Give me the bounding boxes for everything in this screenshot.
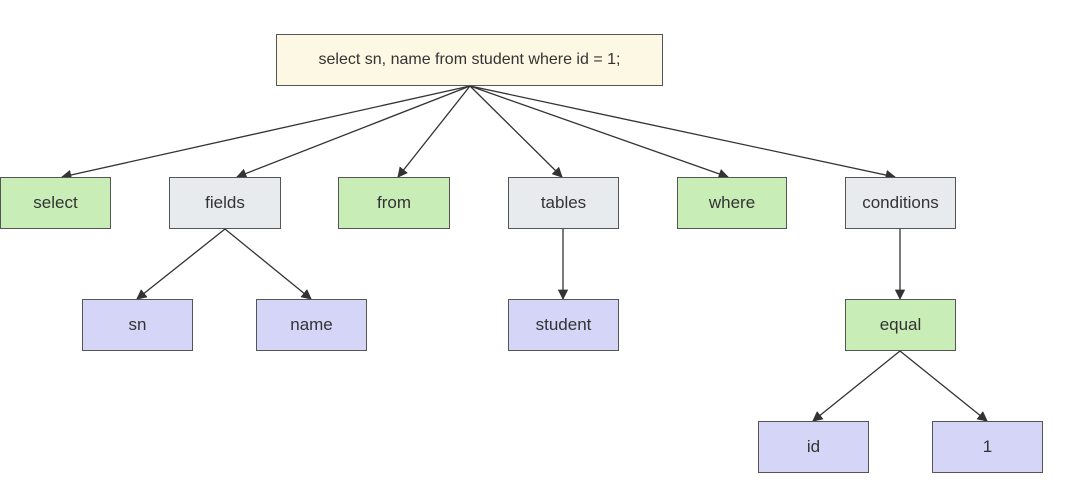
node-name: name [256,299,367,351]
node-conditions: conditions [845,177,956,229]
node-fields: fields [169,177,281,229]
node-sn: sn [82,299,193,351]
edge-to-tables [469,85,563,178]
node-equal: equal [845,299,956,351]
edge-to-one [899,350,988,422]
node-select: select [0,177,111,229]
node-student: student [508,299,619,351]
edge-to-where [469,85,729,179]
edge-to-name [224,228,312,300]
edge-to-sn [136,228,226,300]
edge-to-from [397,85,471,178]
node-where: where [677,177,787,229]
edge-to-fields [236,85,471,179]
node-from: from [338,177,450,229]
edge-to-id [812,350,901,422]
node-one: 1 [932,421,1043,473]
edge-to-select [60,85,471,181]
node-root-query: select sn, name from student where id = … [276,34,663,86]
node-id: id [758,421,869,473]
node-tables: tables [508,177,619,229]
edge-to-conditions [469,85,897,181]
